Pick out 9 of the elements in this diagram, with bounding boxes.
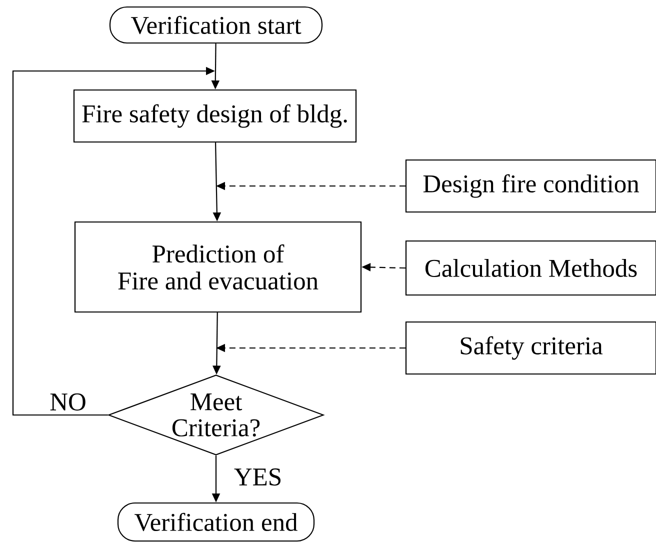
process-box: Safety criteria [405, 321, 656, 375]
edge-label: YES [234, 468, 280, 486]
terminal-box: Verification end [117, 502, 315, 542]
edge-label: NO [50, 393, 86, 411]
process-box: Design fire condition [405, 159, 656, 213]
process-box: Fire safety design of bldg. [73, 89, 357, 143]
terminal-box: Verification start [109, 6, 323, 44]
process-box: Calculation Methods [405, 240, 656, 296]
process-box: Prediction of Fire and evacuation [74, 221, 362, 313]
